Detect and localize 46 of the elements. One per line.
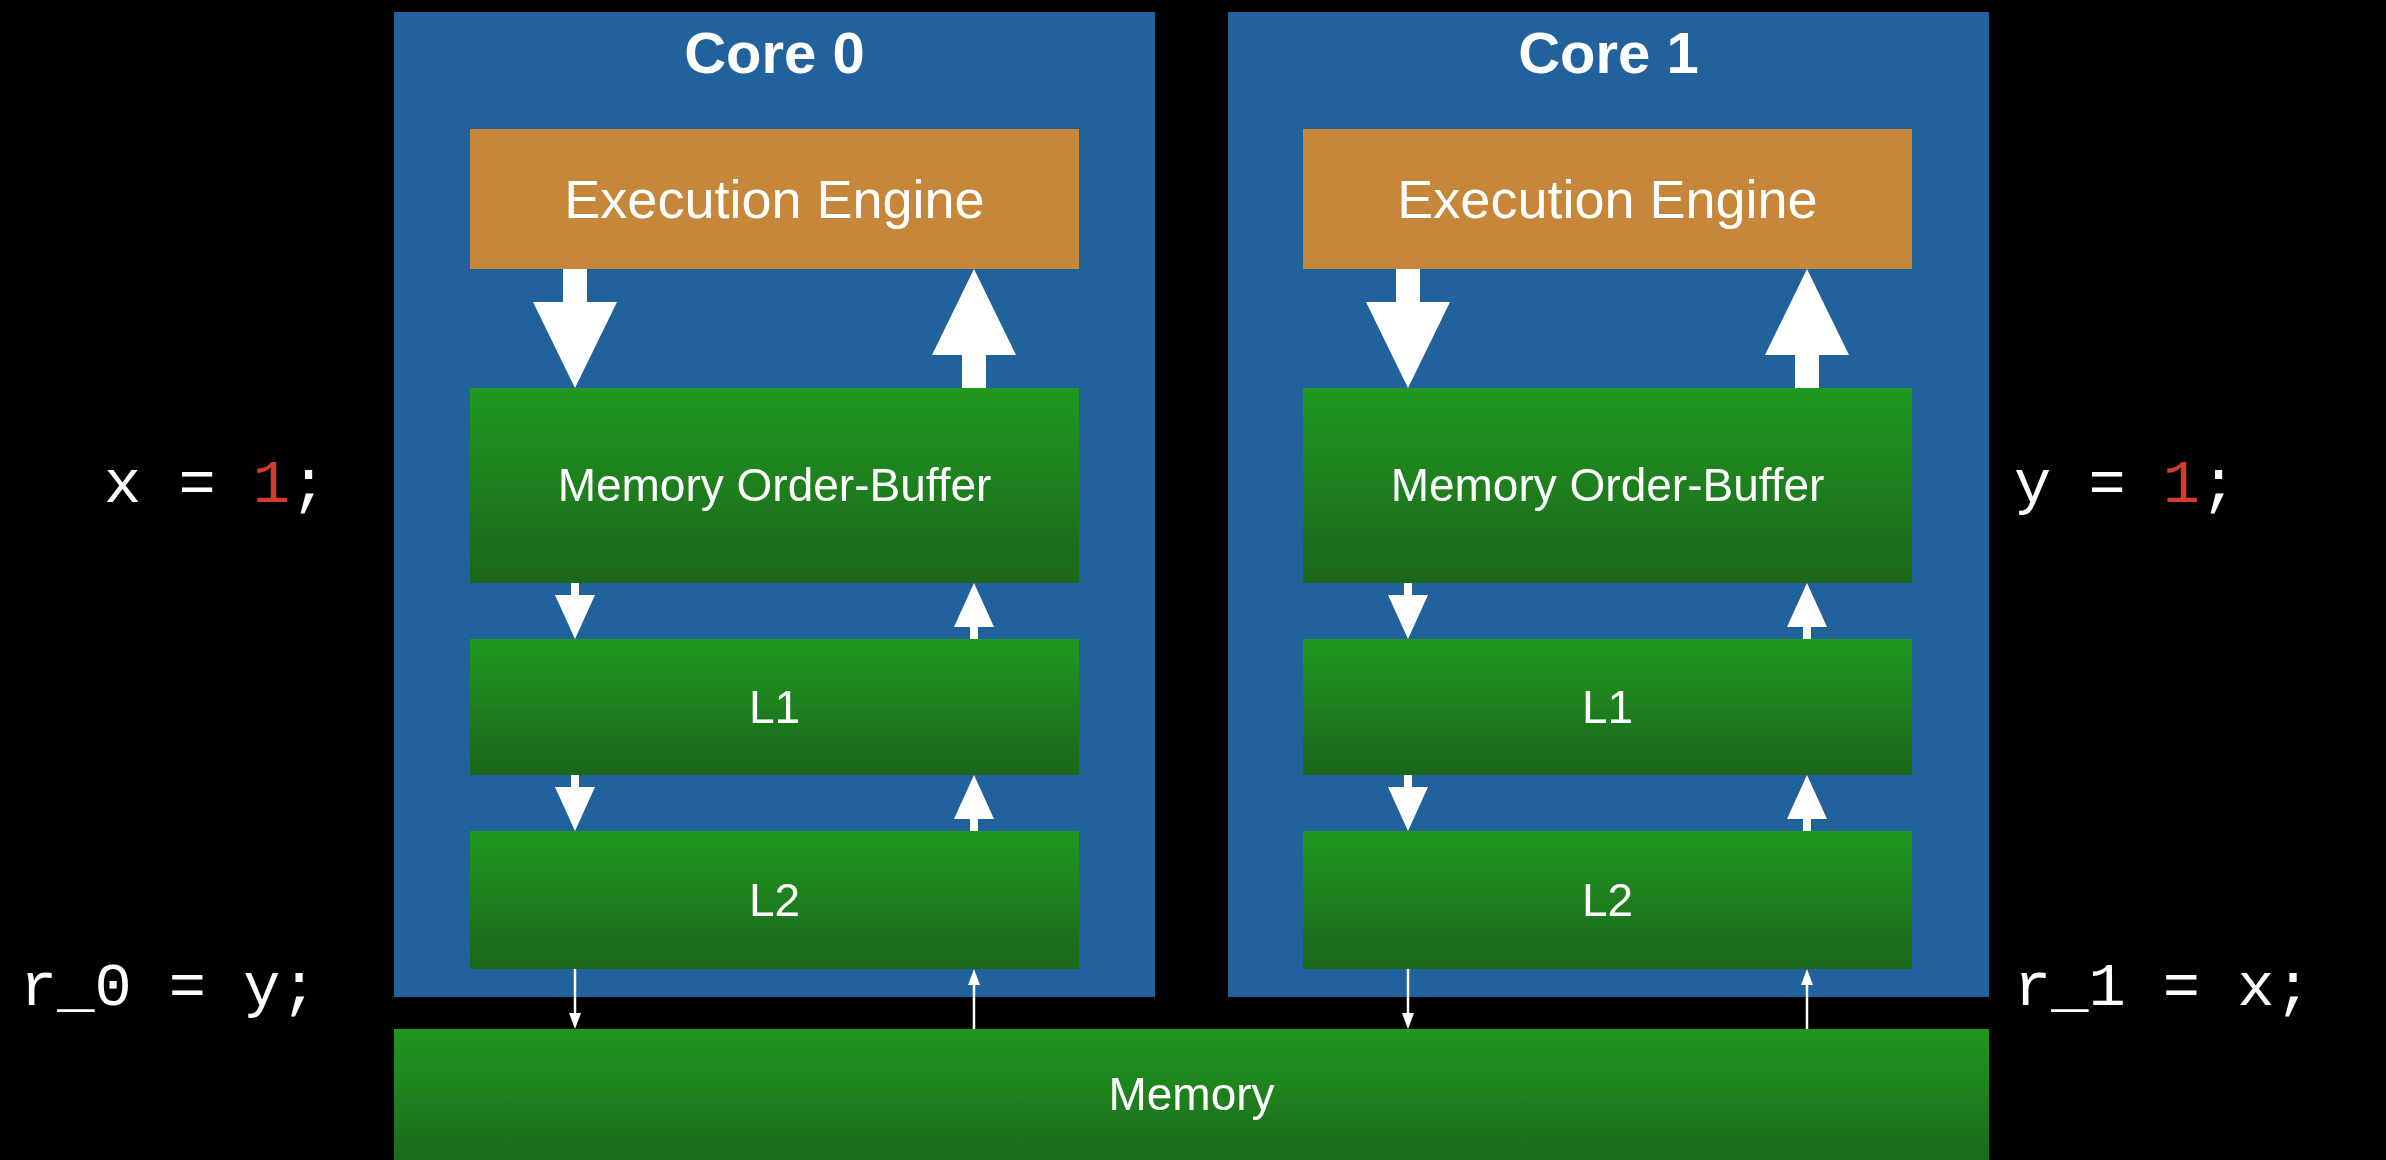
arrow xyxy=(1388,775,1428,831)
arrow xyxy=(1787,583,1827,639)
core-panel xyxy=(1228,12,1989,997)
arrow xyxy=(954,775,994,831)
arrow xyxy=(1366,269,1450,388)
box-label: Execution Engine xyxy=(1397,167,1818,231)
arrow xyxy=(555,775,595,831)
code-text: ; xyxy=(2200,455,2238,517)
box-label: L2 xyxy=(1581,872,1634,928)
core-panel xyxy=(394,12,1155,997)
box-label: L2 xyxy=(748,872,801,928)
memory-bar xyxy=(394,1029,1989,1160)
box-label: Memory xyxy=(1108,1067,1275,1122)
arrow xyxy=(1765,269,1849,388)
box-label: Memory Order-Buffer xyxy=(557,458,992,513)
arrow xyxy=(954,583,994,639)
arrow xyxy=(968,969,980,1029)
arrow xyxy=(1787,775,1827,831)
box-label: L1 xyxy=(748,679,801,735)
buffer-box xyxy=(1303,639,1912,775)
arrow xyxy=(1402,969,1414,1029)
arrow xyxy=(569,969,581,1029)
engine-box xyxy=(1303,129,1912,269)
buffer-box xyxy=(1303,388,1912,583)
buffer-box xyxy=(470,388,1079,583)
buffer-box xyxy=(1303,831,1912,969)
code-text: x = xyxy=(104,455,216,517)
code-text: 1 xyxy=(2162,455,2201,517)
arrow xyxy=(1801,969,1813,1029)
code-text: r_0 = y; xyxy=(20,958,318,1020)
box-label: Core 0 xyxy=(684,24,865,82)
box-label: Execution Engine xyxy=(564,167,985,231)
buffer-box xyxy=(470,831,1079,969)
arrow xyxy=(555,583,595,639)
arrow xyxy=(932,269,1016,388)
arrow xyxy=(533,269,617,388)
box-label: Core 1 xyxy=(1518,24,1699,82)
box-label: L1 xyxy=(1581,679,1634,735)
engine-box xyxy=(470,129,1079,269)
code-text: 1 xyxy=(252,455,291,517)
code-text: ; xyxy=(290,455,328,517)
code-text: y = xyxy=(2014,455,2126,517)
box-label: Memory Order-Buffer xyxy=(1390,458,1825,513)
buffer-box xyxy=(470,639,1079,775)
code-text: r_1 = x; xyxy=(2014,958,2312,1020)
arrow xyxy=(1388,583,1428,639)
